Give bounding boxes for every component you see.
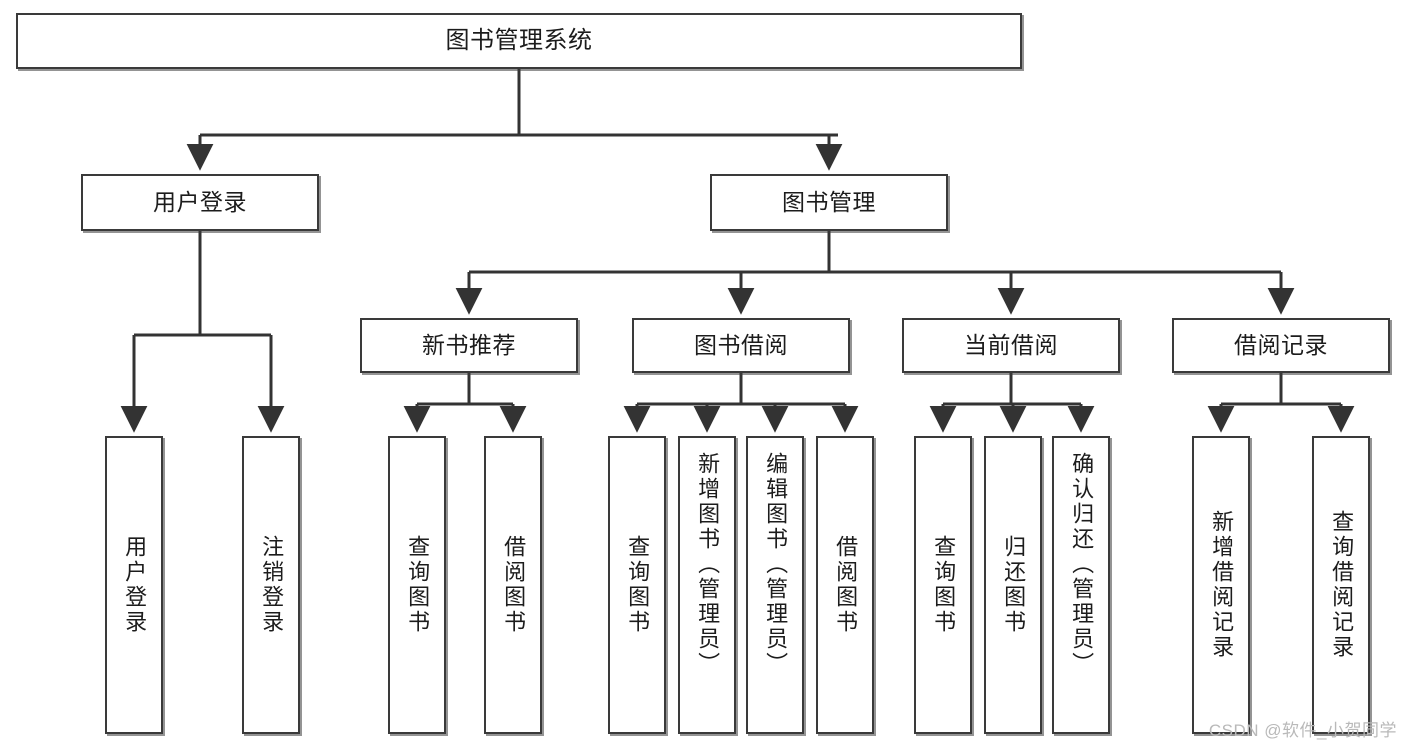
node-label: 新书推荐 [422, 331, 516, 358]
node-label: 查询图书 [625, 535, 651, 635]
node-leaf-user-logout[interactable]: 注销登录 [242, 436, 300, 734]
node-leaf-borrow-book[interactable]: 借阅图书 [816, 436, 874, 734]
node-new-book-recommend[interactable]: 新书推荐 [360, 318, 578, 373]
node-label: 图书管理 [782, 188, 876, 215]
node-label: 编辑图书（管理员） [763, 452, 789, 677]
node-label: 图书管理系统 [445, 26, 593, 54]
edge-current-to-leaves [929, 373, 1095, 433]
node-leaf-confirm-return-admin[interactable]: 确认归还（管理员） [1052, 436, 1110, 734]
edge-newbook-to-leaves [403, 373, 527, 433]
node-label: 确认归还（管理员） [1069, 452, 1095, 677]
node-leaf-return-book[interactable]: 归还图书 [984, 436, 1042, 734]
node-leaf-add-borrow-record[interactable]: 新增借阅记录 [1192, 436, 1250, 734]
edge-root-to-level2 [186, 69, 843, 171]
node-label: 借阅记录 [1234, 331, 1328, 358]
node-label: 借阅图书 [501, 535, 527, 635]
node-leaf-add-book-admin[interactable]: 新增图书（管理员） [678, 436, 736, 734]
node-label: 图书借阅 [694, 331, 788, 358]
node-label: 用户登录 [122, 535, 148, 635]
node-leaf-user-login[interactable]: 用户登录 [105, 436, 163, 734]
node-leaf-query-book[interactable]: 查询图书 [608, 436, 666, 734]
edge-record-to-leaves [1207, 373, 1355, 433]
node-leaf-query-borrow-record[interactable]: 查询借阅记录 [1312, 436, 1370, 734]
node-leaf-query-book-new[interactable]: 查询图书 [388, 436, 446, 734]
node-book-borrow[interactable]: 图书借阅 [632, 318, 850, 373]
node-label: 当前借阅 [964, 331, 1058, 358]
node-label: 新增图书（管理员） [695, 452, 721, 677]
edge-user-to-leaves [120, 231, 285, 433]
node-system-root[interactable]: 图书管理系统 [16, 13, 1022, 69]
node-current-borrow[interactable]: 当前借阅 [902, 318, 1120, 373]
edge-borrow-to-leaves [623, 373, 859, 433]
node-leaf-query-book-current[interactable]: 查询图书 [914, 436, 972, 734]
node-book-management-module[interactable]: 图书管理 [710, 174, 948, 231]
node-leaf-borrow-book-new[interactable]: 借阅图书 [484, 436, 542, 734]
node-label: 归还图书 [1001, 535, 1027, 635]
node-label: 新增借阅记录 [1209, 510, 1235, 660]
node-label: 查询图书 [931, 535, 957, 635]
node-label: 用户登录 [153, 188, 247, 215]
node-user-login-module[interactable]: 用户登录 [81, 174, 319, 231]
node-label: 查询图书 [405, 535, 431, 635]
node-borrow-record[interactable]: 借阅记录 [1172, 318, 1390, 373]
edge-book-to-level3 [455, 231, 1295, 315]
node-leaf-edit-book-admin[interactable]: 编辑图书（管理员） [746, 436, 804, 734]
node-label: 注销登录 [259, 535, 285, 635]
watermark-text: CSDN @软件_小贺同学 [1208, 721, 1397, 740]
node-label: 借阅图书 [833, 535, 859, 635]
node-label: 查询借阅记录 [1329, 510, 1355, 660]
